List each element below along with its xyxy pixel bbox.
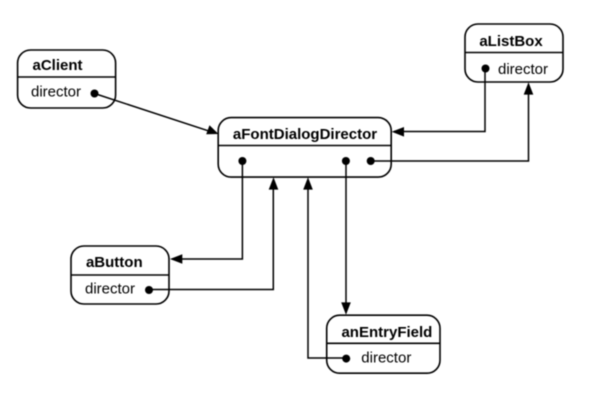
svg-text:aButton: aButton bbox=[86, 254, 143, 271]
svg-text:director: director bbox=[361, 350, 411, 367]
svg-text:director: director bbox=[498, 61, 548, 78]
svg-text:aClient: aClient bbox=[32, 57, 82, 74]
svg-text:anEntryField: anEntryField bbox=[341, 324, 432, 341]
svg-text:aFontDialogDirector: aFontDialogDirector bbox=[233, 126, 377, 143]
svg-text:director: director bbox=[85, 281, 135, 298]
svg-text:aListBox: aListBox bbox=[479, 33, 543, 50]
svg-text:director: director bbox=[31, 83, 81, 100]
